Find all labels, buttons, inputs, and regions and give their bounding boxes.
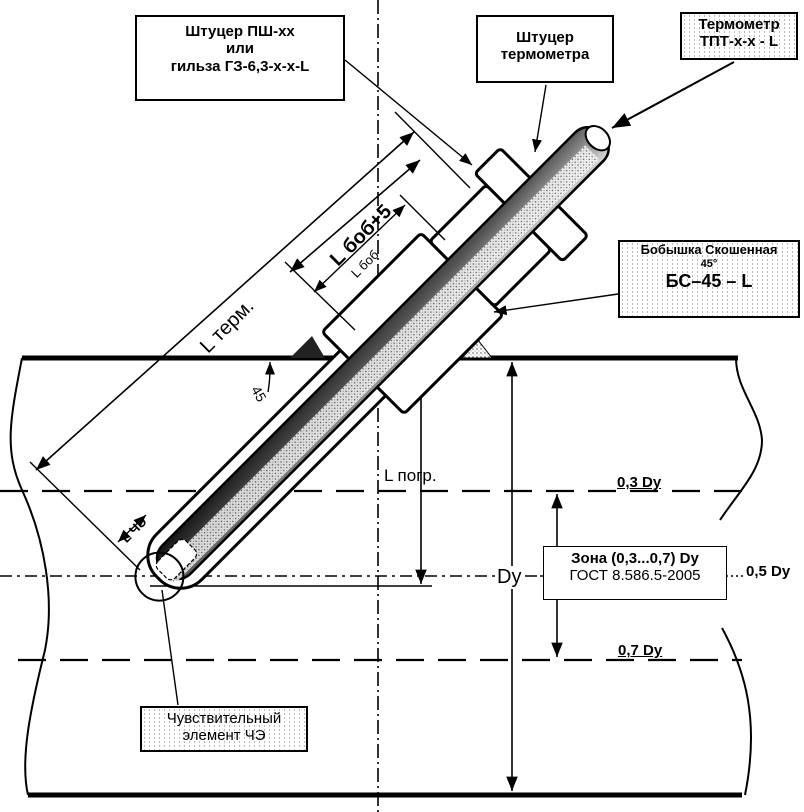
weld-left	[290, 336, 325, 358]
l-bob-dimension-line	[313, 204, 406, 293]
callout-boss-line3: БС–45 – L	[665, 270, 753, 291]
callout-boss-line1: Бобышка Скошенная	[640, 242, 778, 257]
callout-fitting-line2: или	[226, 40, 254, 58]
callout-sensor-line2: элемент ЧЭ	[182, 727, 266, 745]
callout-thermometer-fitting-line1: Штуцер	[516, 29, 574, 46]
callout-thermometer-fitting-line2: термометра	[500, 46, 590, 64]
callout-fitting-or-sleeve: Штуцер ПШ-хх или гильза ГЗ-6,3-х-х-L	[135, 15, 345, 101]
callout-fitting-line3: гильза ГЗ-6,3-х-х-L	[170, 57, 310, 75]
leader-thermometer-fitting	[532, 84, 547, 153]
level-label-03: 0,3 Dy	[617, 474, 662, 491]
pipe-break-right	[719, 357, 764, 796]
pipe-break-left	[9, 357, 50, 796]
callout-zone: Зона (0,3...0,7) Dy ГОСТ 8.586.5-2005	[543, 546, 727, 600]
l-bob-extension	[399, 194, 446, 241]
leader-thermometer	[611, 61, 735, 129]
dim-label-l-pogr: L погр.	[384, 466, 437, 485]
l-bob5-extension	[284, 261, 356, 331]
level-label-05: 0,5 Dy	[746, 563, 791, 580]
callout-fitting-line1: Штуцер ПШ-хх	[185, 23, 295, 40]
callout-sensor: Чувствительный элемент ЧЭ	[140, 706, 308, 752]
l-term-extension-top	[394, 111, 471, 189]
callout-boss-line2: 45°	[700, 257, 718, 270]
level-label-07: 0,7 Dy	[618, 642, 663, 659]
angle-arc	[264, 361, 276, 393]
dim-label-dy: Dy	[497, 566, 522, 589]
callout-thermometer: Термометр ТПТ-х-х - L	[680, 12, 798, 60]
leader-boss	[493, 293, 619, 316]
l-che-dimension-line	[117, 514, 147, 543]
callout-thermometer-line2: ТПТ-х-х - L	[699, 33, 779, 51]
callout-thermometer-line1: Термометр	[698, 16, 780, 33]
l-term-extension-bottom	[29, 461, 141, 571]
callout-sensor-line1: Чувствительный	[166, 710, 282, 727]
callout-zone-line2: ГОСТ 8.586.5-2005	[569, 567, 701, 585]
leader-sensor	[161, 589, 179, 706]
leader-fitting-or-sleeve	[344, 59, 473, 166]
callout-thermometer-fitting: Штуцер термометра	[476, 15, 614, 83]
callout-boss: Бобышка Скошенная 45° БС–45 – L	[618, 240, 800, 318]
rod-end	[584, 125, 611, 152]
callout-zone-line1: Зона (0,3...0,7) Dy	[571, 550, 699, 567]
